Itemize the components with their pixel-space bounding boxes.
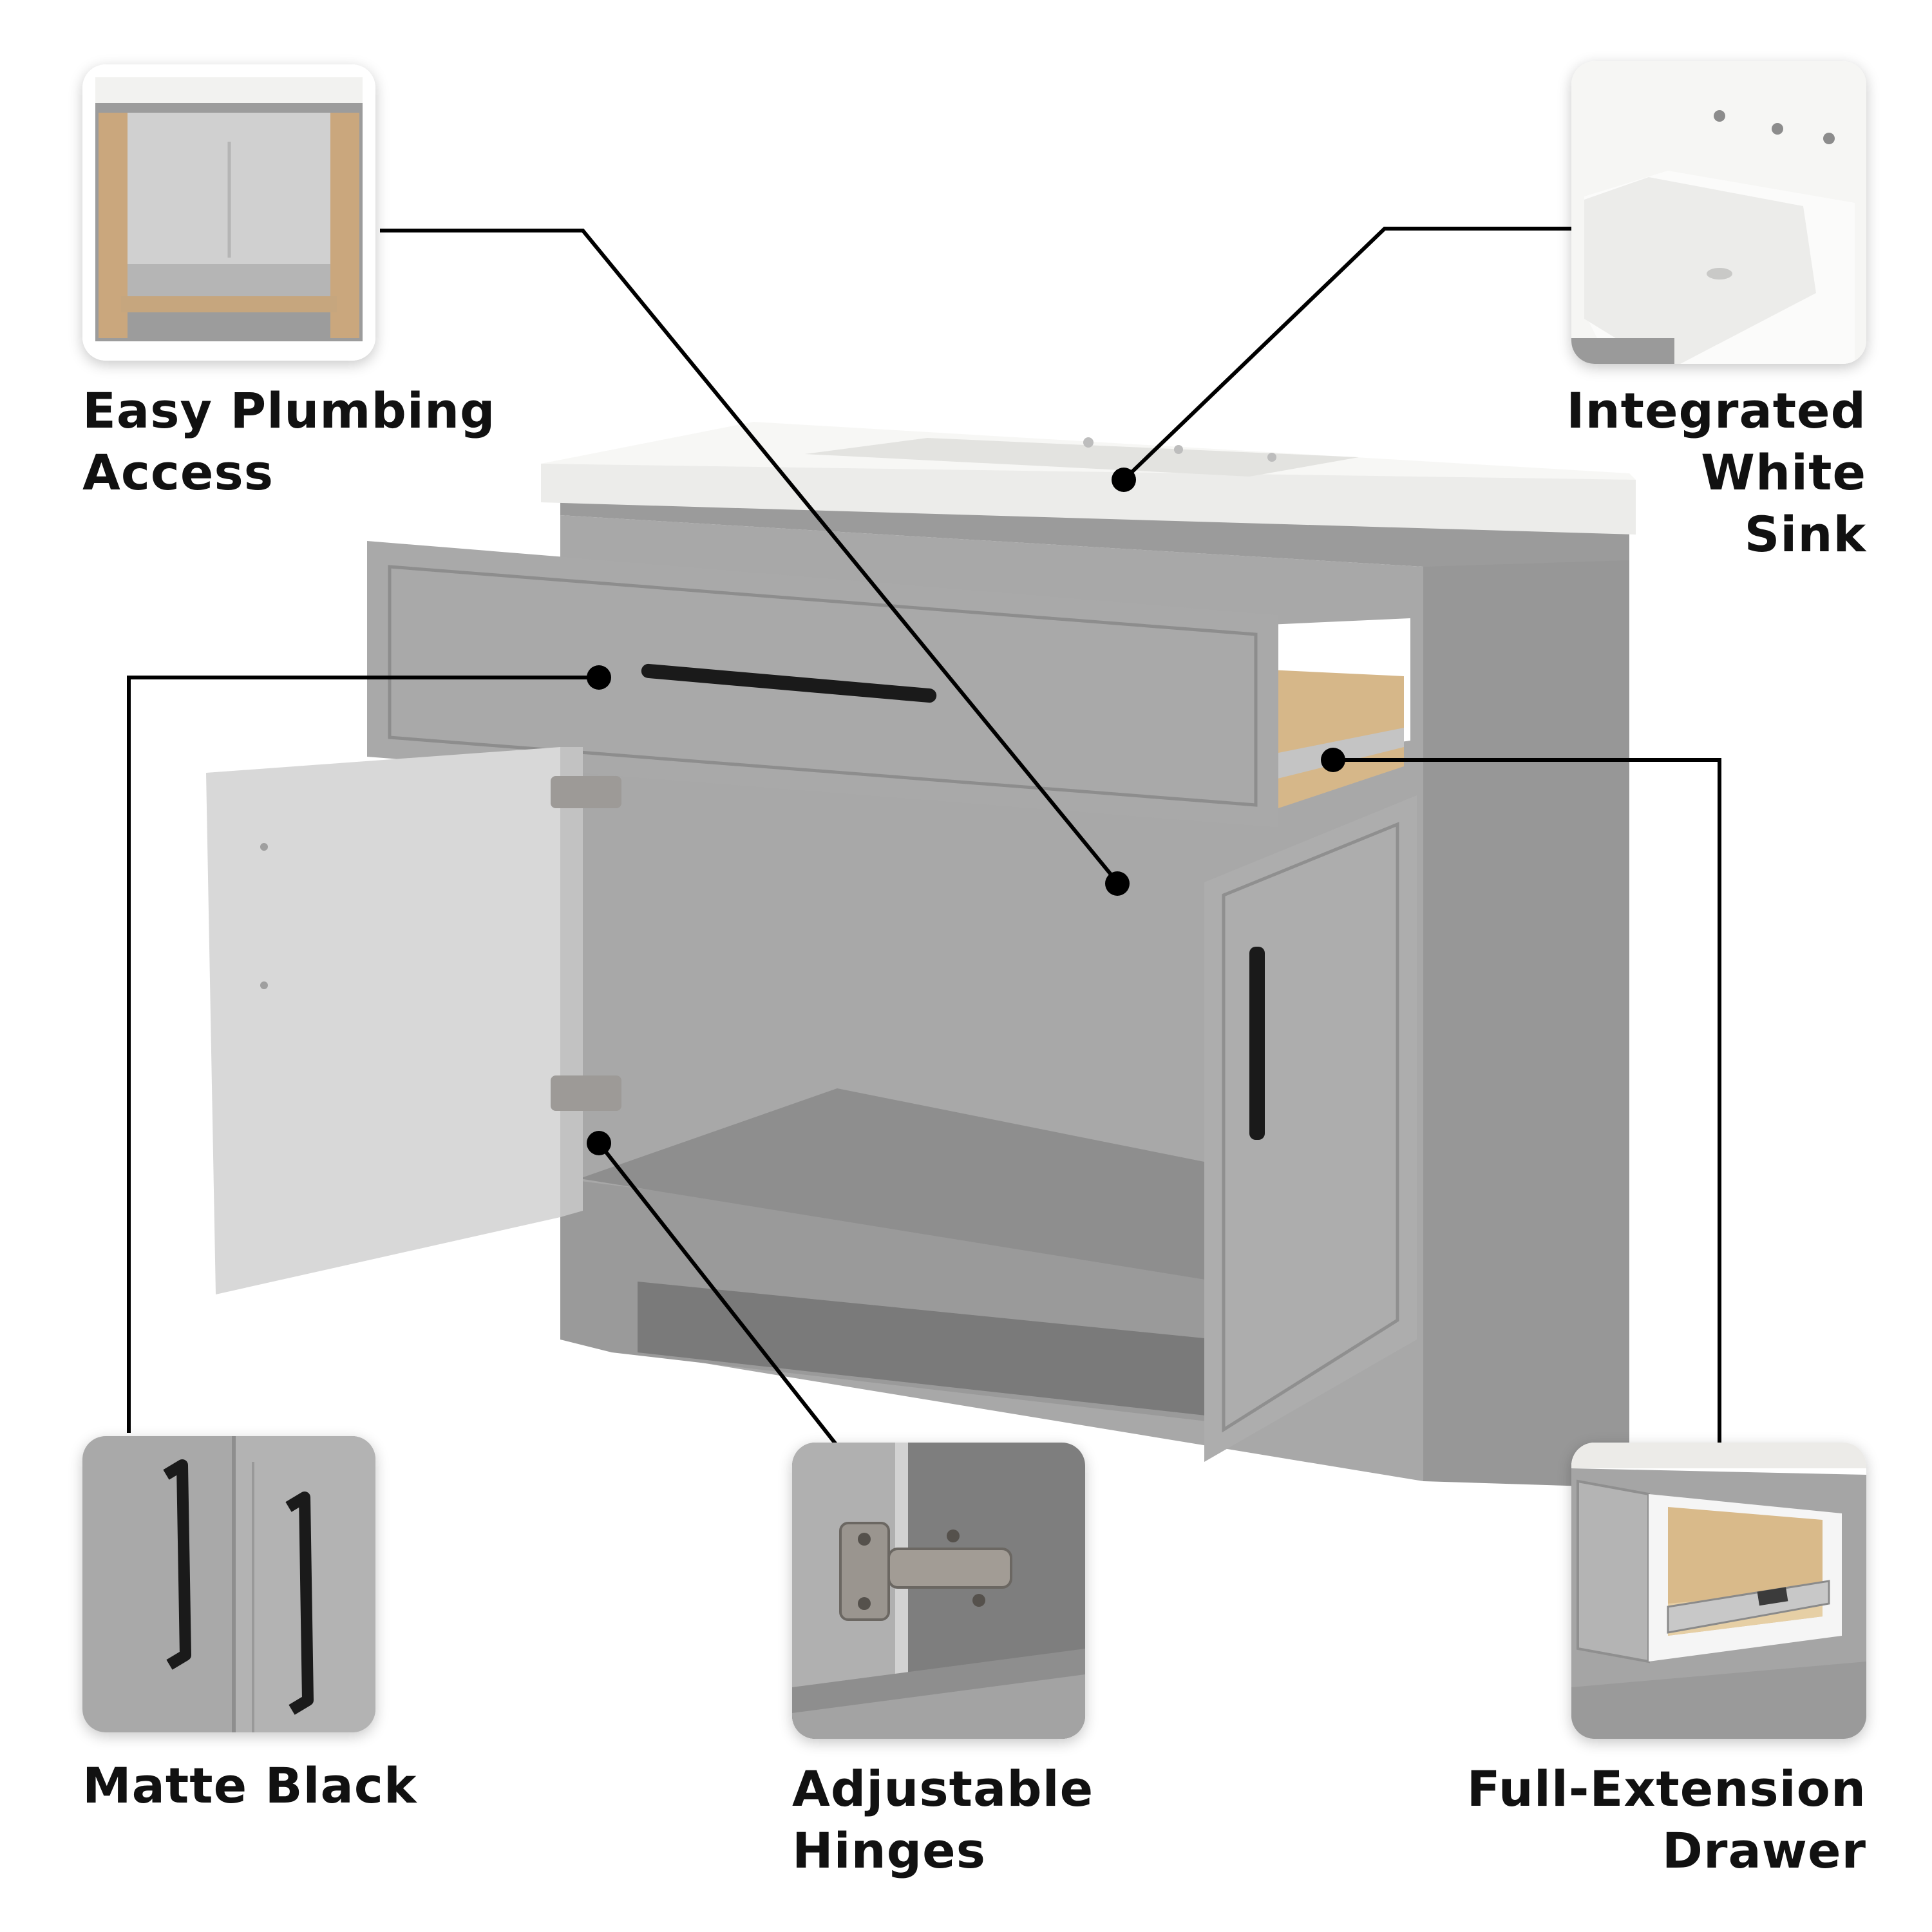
label-hardware-line1: Matte Black [82, 1757, 417, 1814]
thumb-sink [1571, 61, 1866, 364]
faucet-hole-center [1083, 437, 1094, 448]
left-door-edge [560, 747, 583, 1217]
toe-kick-shadow [638, 1282, 1217, 1417]
callout-dot-drawer [1321, 748, 1345, 772]
callout-dot-hardware [587, 665, 611, 690]
label-sink-line1: Integrated [1566, 382, 1866, 439]
sink-basin [805, 438, 1359, 477]
thumb-hinges [792, 1443, 1085, 1739]
countertop-front [541, 464, 1636, 535]
label-drawer-line2: Drawer [1662, 1822, 1866, 1879]
cabinet-shelf [580, 1088, 1224, 1282]
label-drawer: Full-Extension Drawer [1467, 1758, 1866, 1882]
label-hardware: Matte Black [82, 1755, 417, 1817]
cabinet-side-panel [1423, 509, 1629, 1488]
handle-icon [163, 1459, 191, 1670]
callout-line-drawer [1333, 758, 1721, 1446]
door-handle [1249, 947, 1265, 1140]
shelf-pin-upper [260, 843, 268, 851]
callout-dots [587, 468, 1345, 1155]
callout-dot-hinges [587, 1131, 611, 1155]
hinge-icon [839, 1522, 1012, 1621]
callout-dot-plumbing [1105, 871, 1130, 896]
callout-line-plumbing [380, 229, 1119, 884]
thumb-hardware [82, 1436, 375, 1732]
label-hinges: Adjustable Hinges [792, 1758, 1094, 1882]
drawer-box-side [1269, 670, 1404, 811]
callout-lines [127, 227, 1721, 1447]
right-door-panel [1222, 822, 1399, 1433]
drawer-front-panel [388, 565, 1258, 807]
label-hinges-line2: Hinges [792, 1822, 986, 1879]
label-sink: Integrated White Sink [1566, 380, 1866, 565]
thumb-plumbing [82, 64, 375, 361]
label-sink-line3: Sink [1744, 506, 1866, 563]
drawer-handle [641, 663, 937, 703]
shelf-pin-lower [260, 981, 268, 989]
left-door [206, 747, 560, 1294]
thumb-drawer [1571, 1443, 1866, 1739]
faucet-hole-left [1174, 445, 1183, 454]
label-plumbing-line2: Access [82, 444, 274, 501]
label-plumbing-line1: Easy Plumbing [82, 382, 496, 439]
drawer-slide-icon [1667, 1580, 1830, 1634]
callout-line-hinges [597, 1142, 839, 1447]
vanity-main [206, 422, 1636, 1488]
label-sink-line2: White [1701, 444, 1866, 501]
callout-dot-sink [1112, 468, 1136, 492]
label-plumbing: Easy Plumbing Access [82, 380, 495, 504]
hinge-upper [551, 776, 621, 808]
faucet-hole-right [1267, 453, 1276, 462]
callout-line-sink [1122, 227, 1575, 482]
label-drawer-line1: Full-Extension [1466, 1760, 1866, 1817]
callout-line-hardware [127, 676, 599, 1433]
label-hinges-line1: Adjustable [792, 1760, 1094, 1817]
hinge-lower [551, 1075, 621, 1111]
